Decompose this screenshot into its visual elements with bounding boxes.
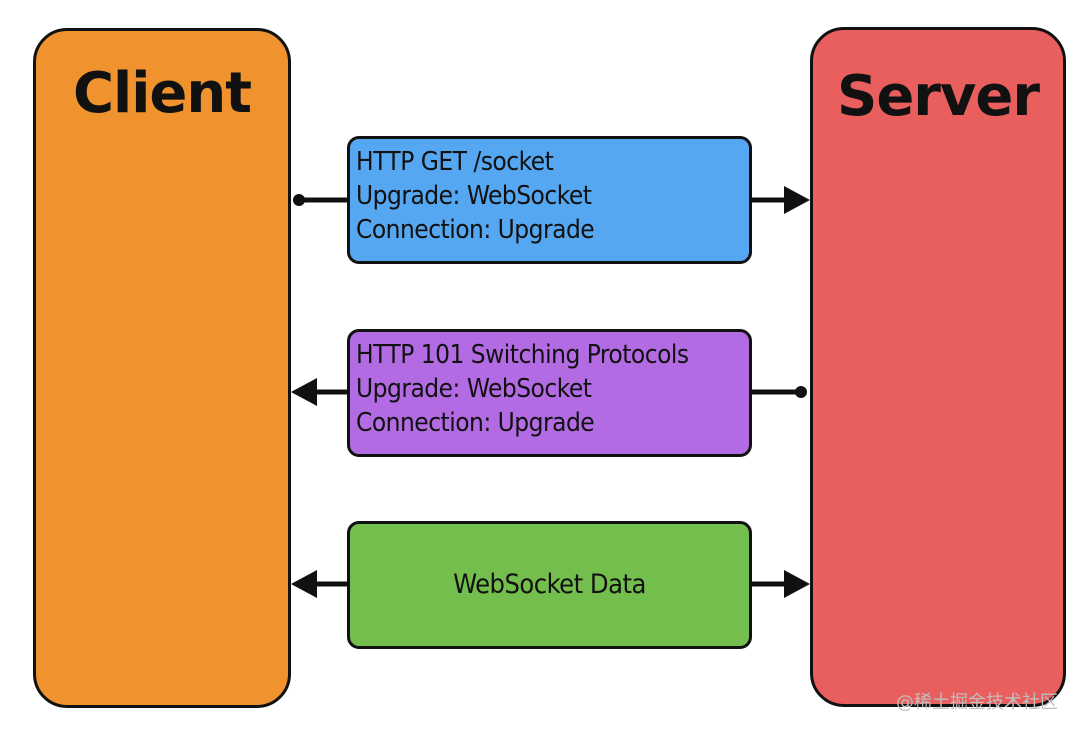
client-column: Client: [33, 28, 291, 708]
server-title: Server: [836, 64, 1040, 129]
watermark: @稀土掘金技术社区: [896, 692, 1058, 713]
server-column: Server: [810, 27, 1066, 707]
request-upgrade-header: Upgrade: WebSocket: [356, 181, 592, 211]
request-connection-header: Connection: Upgrade: [356, 215, 595, 245]
websocket-data-box: WebSocket Data: [347, 521, 752, 649]
response-connection-header: Connection: Upgrade: [356, 408, 595, 438]
response-status-line: HTTP 101 Switching Protocols: [356, 340, 689, 370]
switching-protocols-response-box: HTTP 101 Switching Protocols Upgrade: We…: [347, 329, 752, 457]
request-line: HTTP GET /socket: [356, 147, 554, 177]
upgrade-request-box: HTTP GET /socket Upgrade: WebSocket Conn…: [347, 136, 752, 264]
data-arrow: [291, 570, 810, 598]
websocket-data-label: WebSocket Data: [453, 569, 646, 600]
client-title: Client: [72, 61, 252, 126]
request-arrow: [293, 186, 810, 214]
response-upgrade-header: Upgrade: WebSocket: [356, 374, 592, 404]
response-arrow: [291, 378, 807, 406]
